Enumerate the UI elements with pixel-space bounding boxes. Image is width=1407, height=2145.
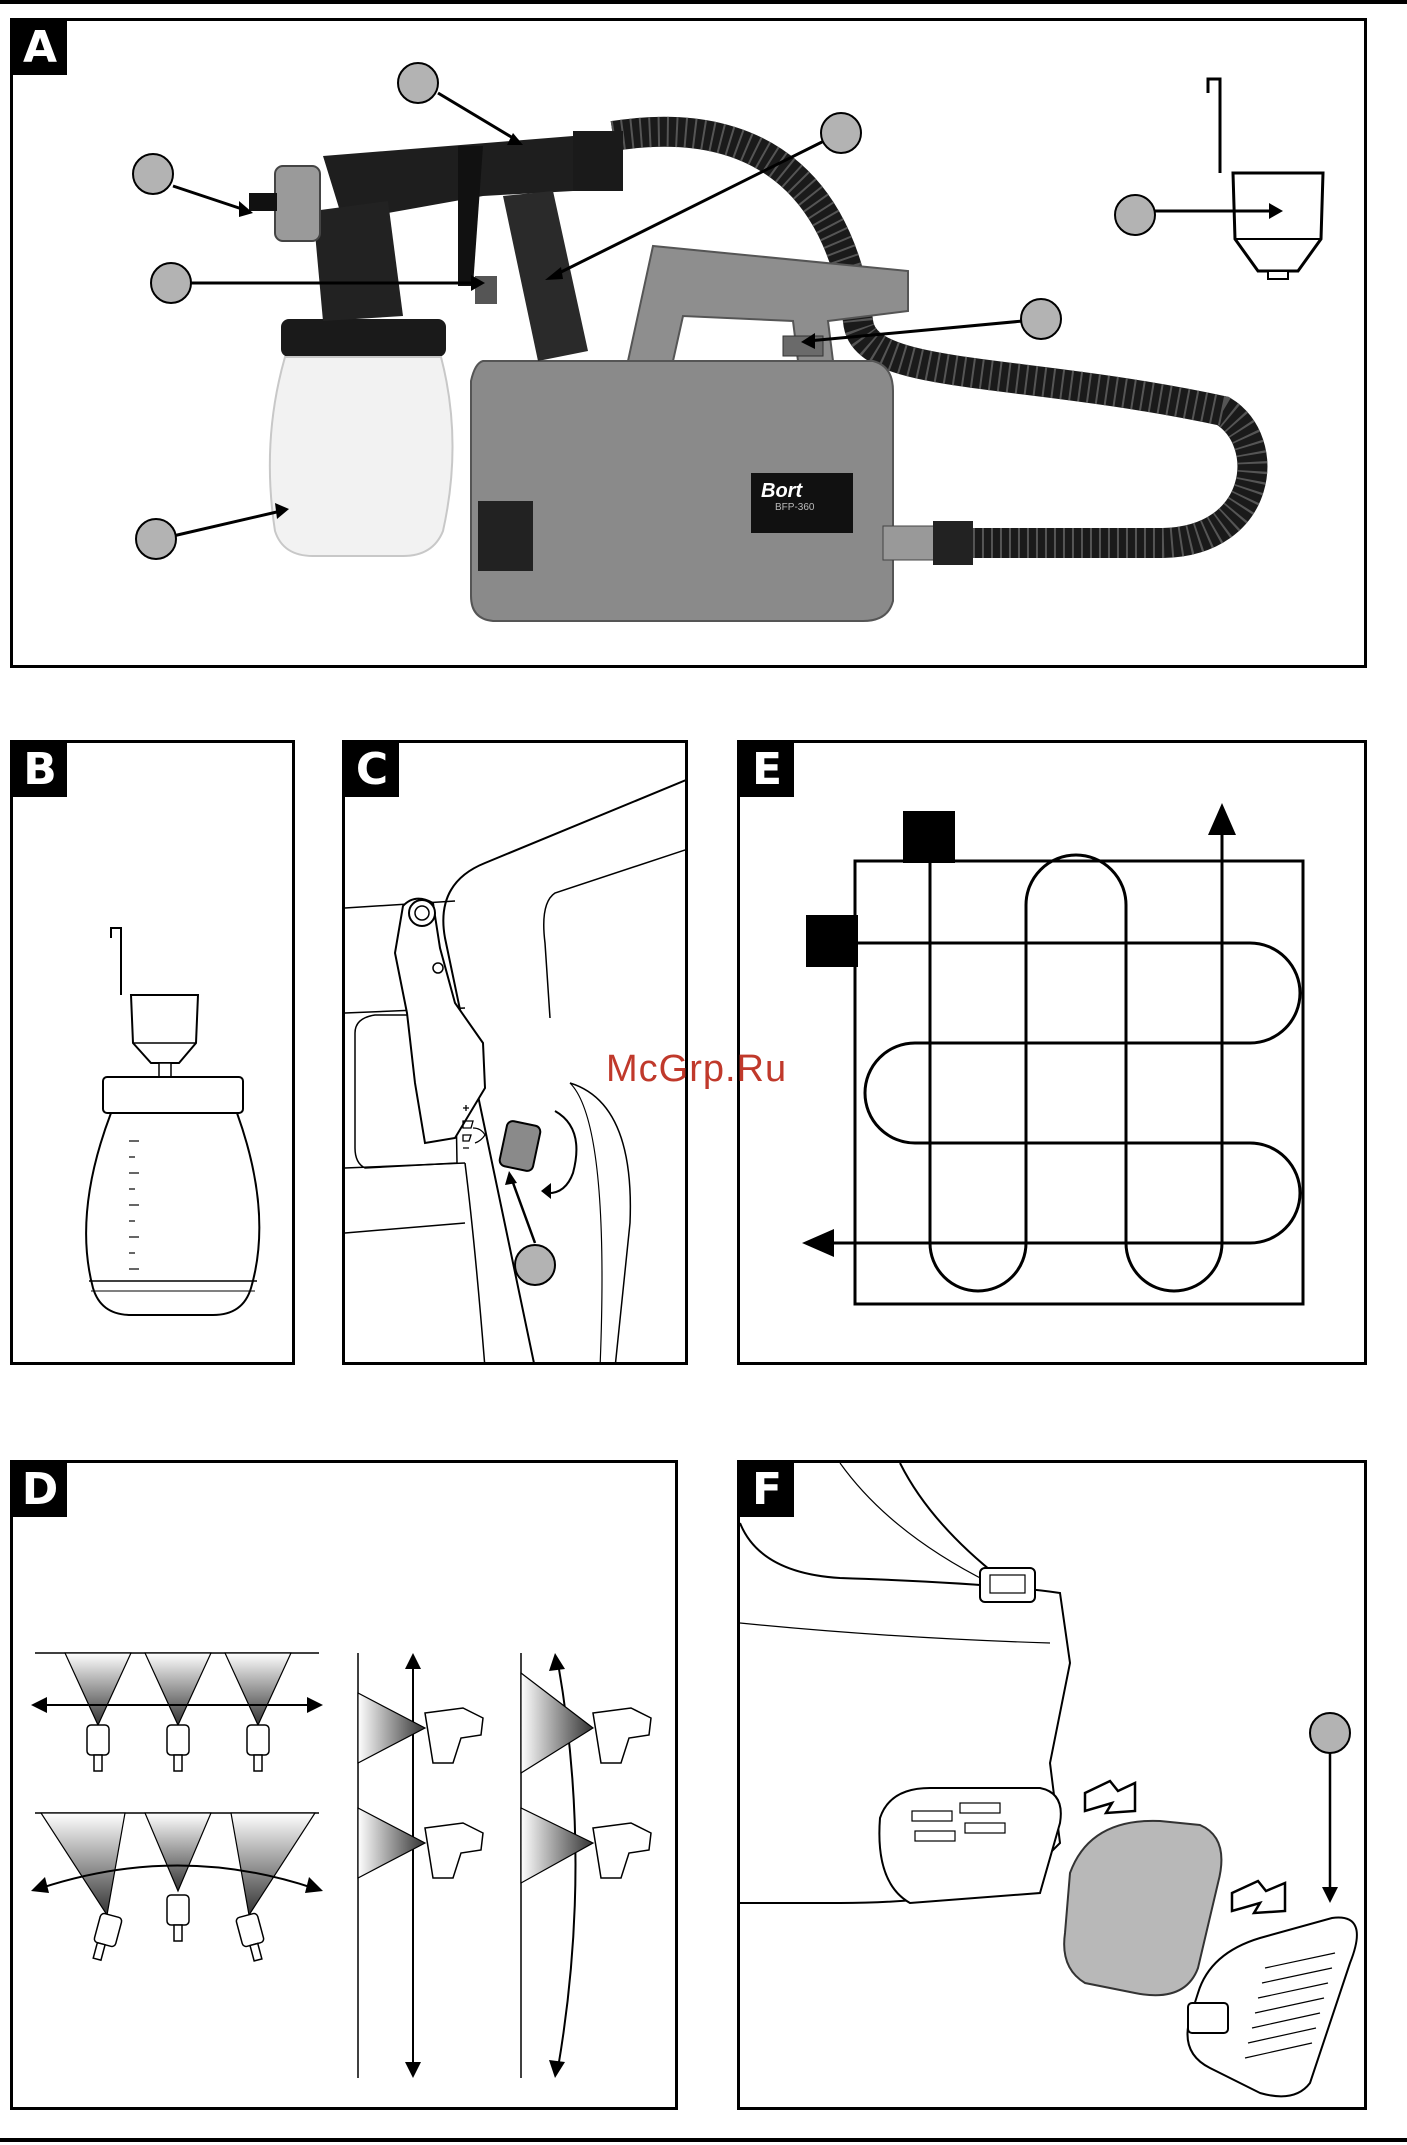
- callout-marker: [821, 113, 861, 153]
- panel-letter-f: F: [740, 1463, 794, 1517]
- container-lid: [103, 1077, 243, 1113]
- panel-letter-a: A: [13, 21, 67, 75]
- panel-letter-e: E: [740, 743, 794, 797]
- callout-marker: [515, 1245, 555, 1285]
- hose-nut: [933, 521, 973, 565]
- paint-container: [270, 357, 453, 556]
- panel-e-illustration: [740, 743, 1367, 1365]
- nozzle-tip: [249, 193, 277, 211]
- flow-adjust-knob: [499, 1120, 542, 1172]
- panel-letter-d: D: [13, 1463, 67, 1517]
- arrow-left-icon: [802, 1229, 834, 1257]
- spray-cones-straight: [65, 1653, 291, 1725]
- horizontal-spray-path: [810, 943, 1300, 1243]
- panel-b: B: [10, 740, 295, 1365]
- panel-d: D: [10, 1460, 678, 2110]
- vertical-spray-path: [930, 813, 1222, 1291]
- callout-marker: [1021, 299, 1061, 339]
- leader-line: [438, 93, 518, 141]
- callout-marker: [133, 154, 173, 194]
- viscosity-cup: [131, 995, 198, 1063]
- trigger: [458, 146, 483, 286]
- callout-marker: [1310, 1713, 1350, 1753]
- panel-f: F: [737, 1460, 1367, 2110]
- callout-marker: [151, 263, 191, 303]
- watermark: McGrp.Ru: [606, 1048, 787, 1091]
- leader-line: [173, 186, 248, 211]
- callout-marker: [1115, 195, 1155, 235]
- panel-letter-b: B: [13, 743, 67, 797]
- spray-guns-front: [87, 1725, 269, 1771]
- leader-line: [173, 511, 281, 536]
- brand-logo: Bort: [761, 481, 847, 501]
- callout-marker: [136, 519, 176, 559]
- gun-neck: [313, 201, 403, 321]
- arrow-up-icon: [1208, 803, 1236, 835]
- panel-letter-c: C: [345, 743, 399, 797]
- hose-connector: [573, 131, 623, 191]
- nozzle-cap: [275, 166, 320, 241]
- container-lid: [281, 319, 446, 357]
- viscosity-cup-body: [1233, 173, 1323, 271]
- filter-pad: [1064, 1821, 1221, 1995]
- start-marker-top: [903, 811, 955, 863]
- start-marker-left: [806, 915, 858, 967]
- cover-latch: [1188, 2003, 1228, 2033]
- callout-marker: [398, 63, 438, 103]
- bottom-rule: [0, 2138, 1407, 2142]
- viscosity-cup-hook: [111, 928, 121, 995]
- top-rule: [0, 0, 1407, 4]
- viscosity-cup-icon: [1208, 79, 1220, 173]
- paint-container: [86, 1113, 259, 1315]
- viscosity-cup-foot: [1268, 271, 1288, 279]
- panel-e: E: [737, 740, 1367, 1365]
- panel-b-illustration: [13, 743, 295, 1365]
- cup-outlet: [159, 1063, 171, 1077]
- leader-line: [808, 321, 1023, 341]
- rotation-arrow-icon: [545, 1111, 576, 1193]
- panel-a-illustration: [13, 21, 1367, 668]
- side-grip: [478, 501, 533, 571]
- panel-a: Bort BFP-360 A: [10, 18, 1367, 668]
- panel-d-illustration: [13, 1463, 678, 2110]
- model-label: BFP-360: [761, 501, 847, 515]
- panel-f-illustration: [740, 1463, 1367, 2110]
- gun-grip: [503, 191, 588, 361]
- brand-plate: Bort BFP-360: [751, 473, 853, 533]
- leader-line: [512, 1180, 535, 1243]
- surface-area: [855, 861, 1303, 1304]
